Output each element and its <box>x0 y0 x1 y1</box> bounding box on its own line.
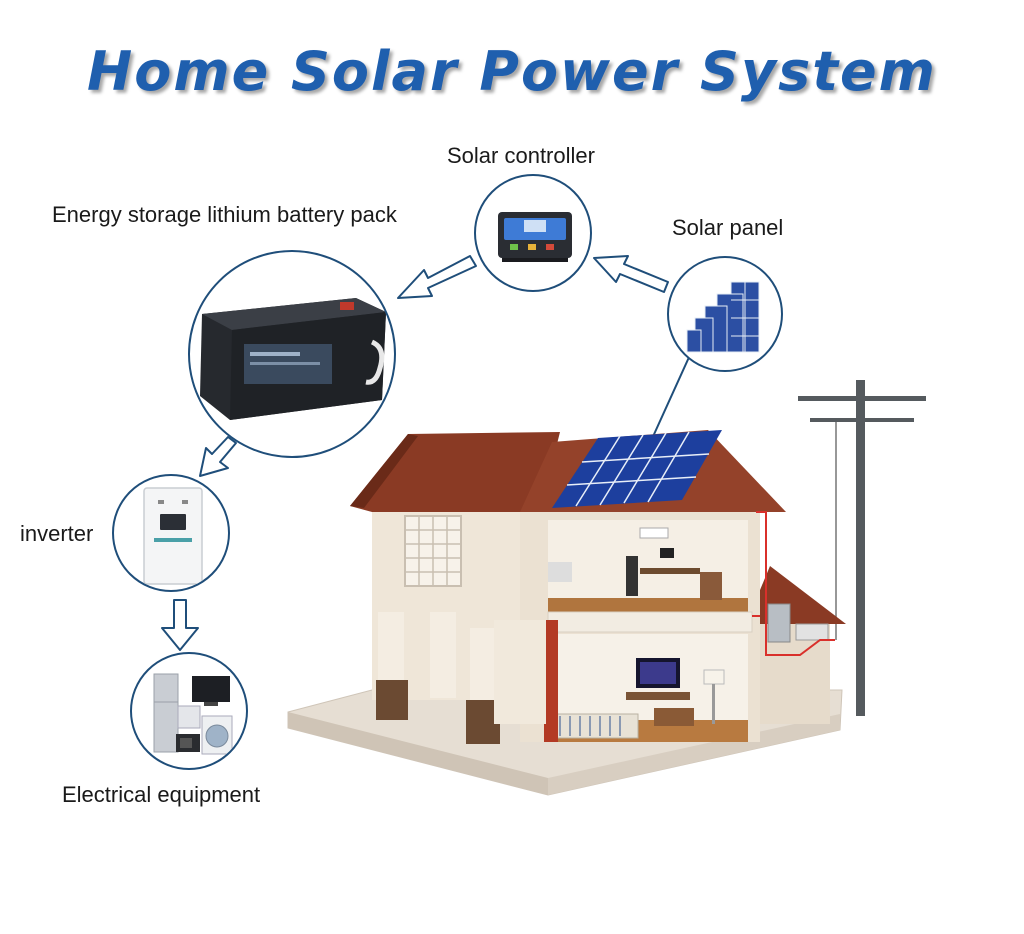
solar-panel-icon <box>686 281 760 353</box>
label-battery-pack: Energy storage lithium battery pack <box>52 202 397 227</box>
circle-battery-pack <box>188 250 396 458</box>
circle-electrical-equipment <box>130 652 248 770</box>
circle-inverter <box>112 474 230 592</box>
label-electrical-equipment: Electrical equipment <box>62 782 261 807</box>
appliances-icon <box>153 673 233 755</box>
utility-pole <box>798 380 926 716</box>
arrow-battery-to-inverter <box>199 436 237 477</box>
arrow-controller-to-battery <box>397 255 477 299</box>
arrow-inverter-to-equipment <box>161 599 199 651</box>
label-solar-controller: Solar controller <box>447 143 595 168</box>
battery-pack-icon <box>200 298 386 420</box>
roof-solar-array <box>552 430 722 508</box>
label-inverter: inverter <box>20 521 94 546</box>
label-solar-panel: Solar panel <box>672 215 784 240</box>
circle-solar-controller <box>474 174 592 292</box>
solar-controller-icon <box>498 212 572 262</box>
inverter-icon <box>143 487 203 585</box>
circle-solar-panel <box>667 256 783 372</box>
wiring <box>752 511 835 656</box>
diagram-title: Home Solar Power System <box>87 40 937 103</box>
arrow-panel-to-controller <box>593 255 669 293</box>
